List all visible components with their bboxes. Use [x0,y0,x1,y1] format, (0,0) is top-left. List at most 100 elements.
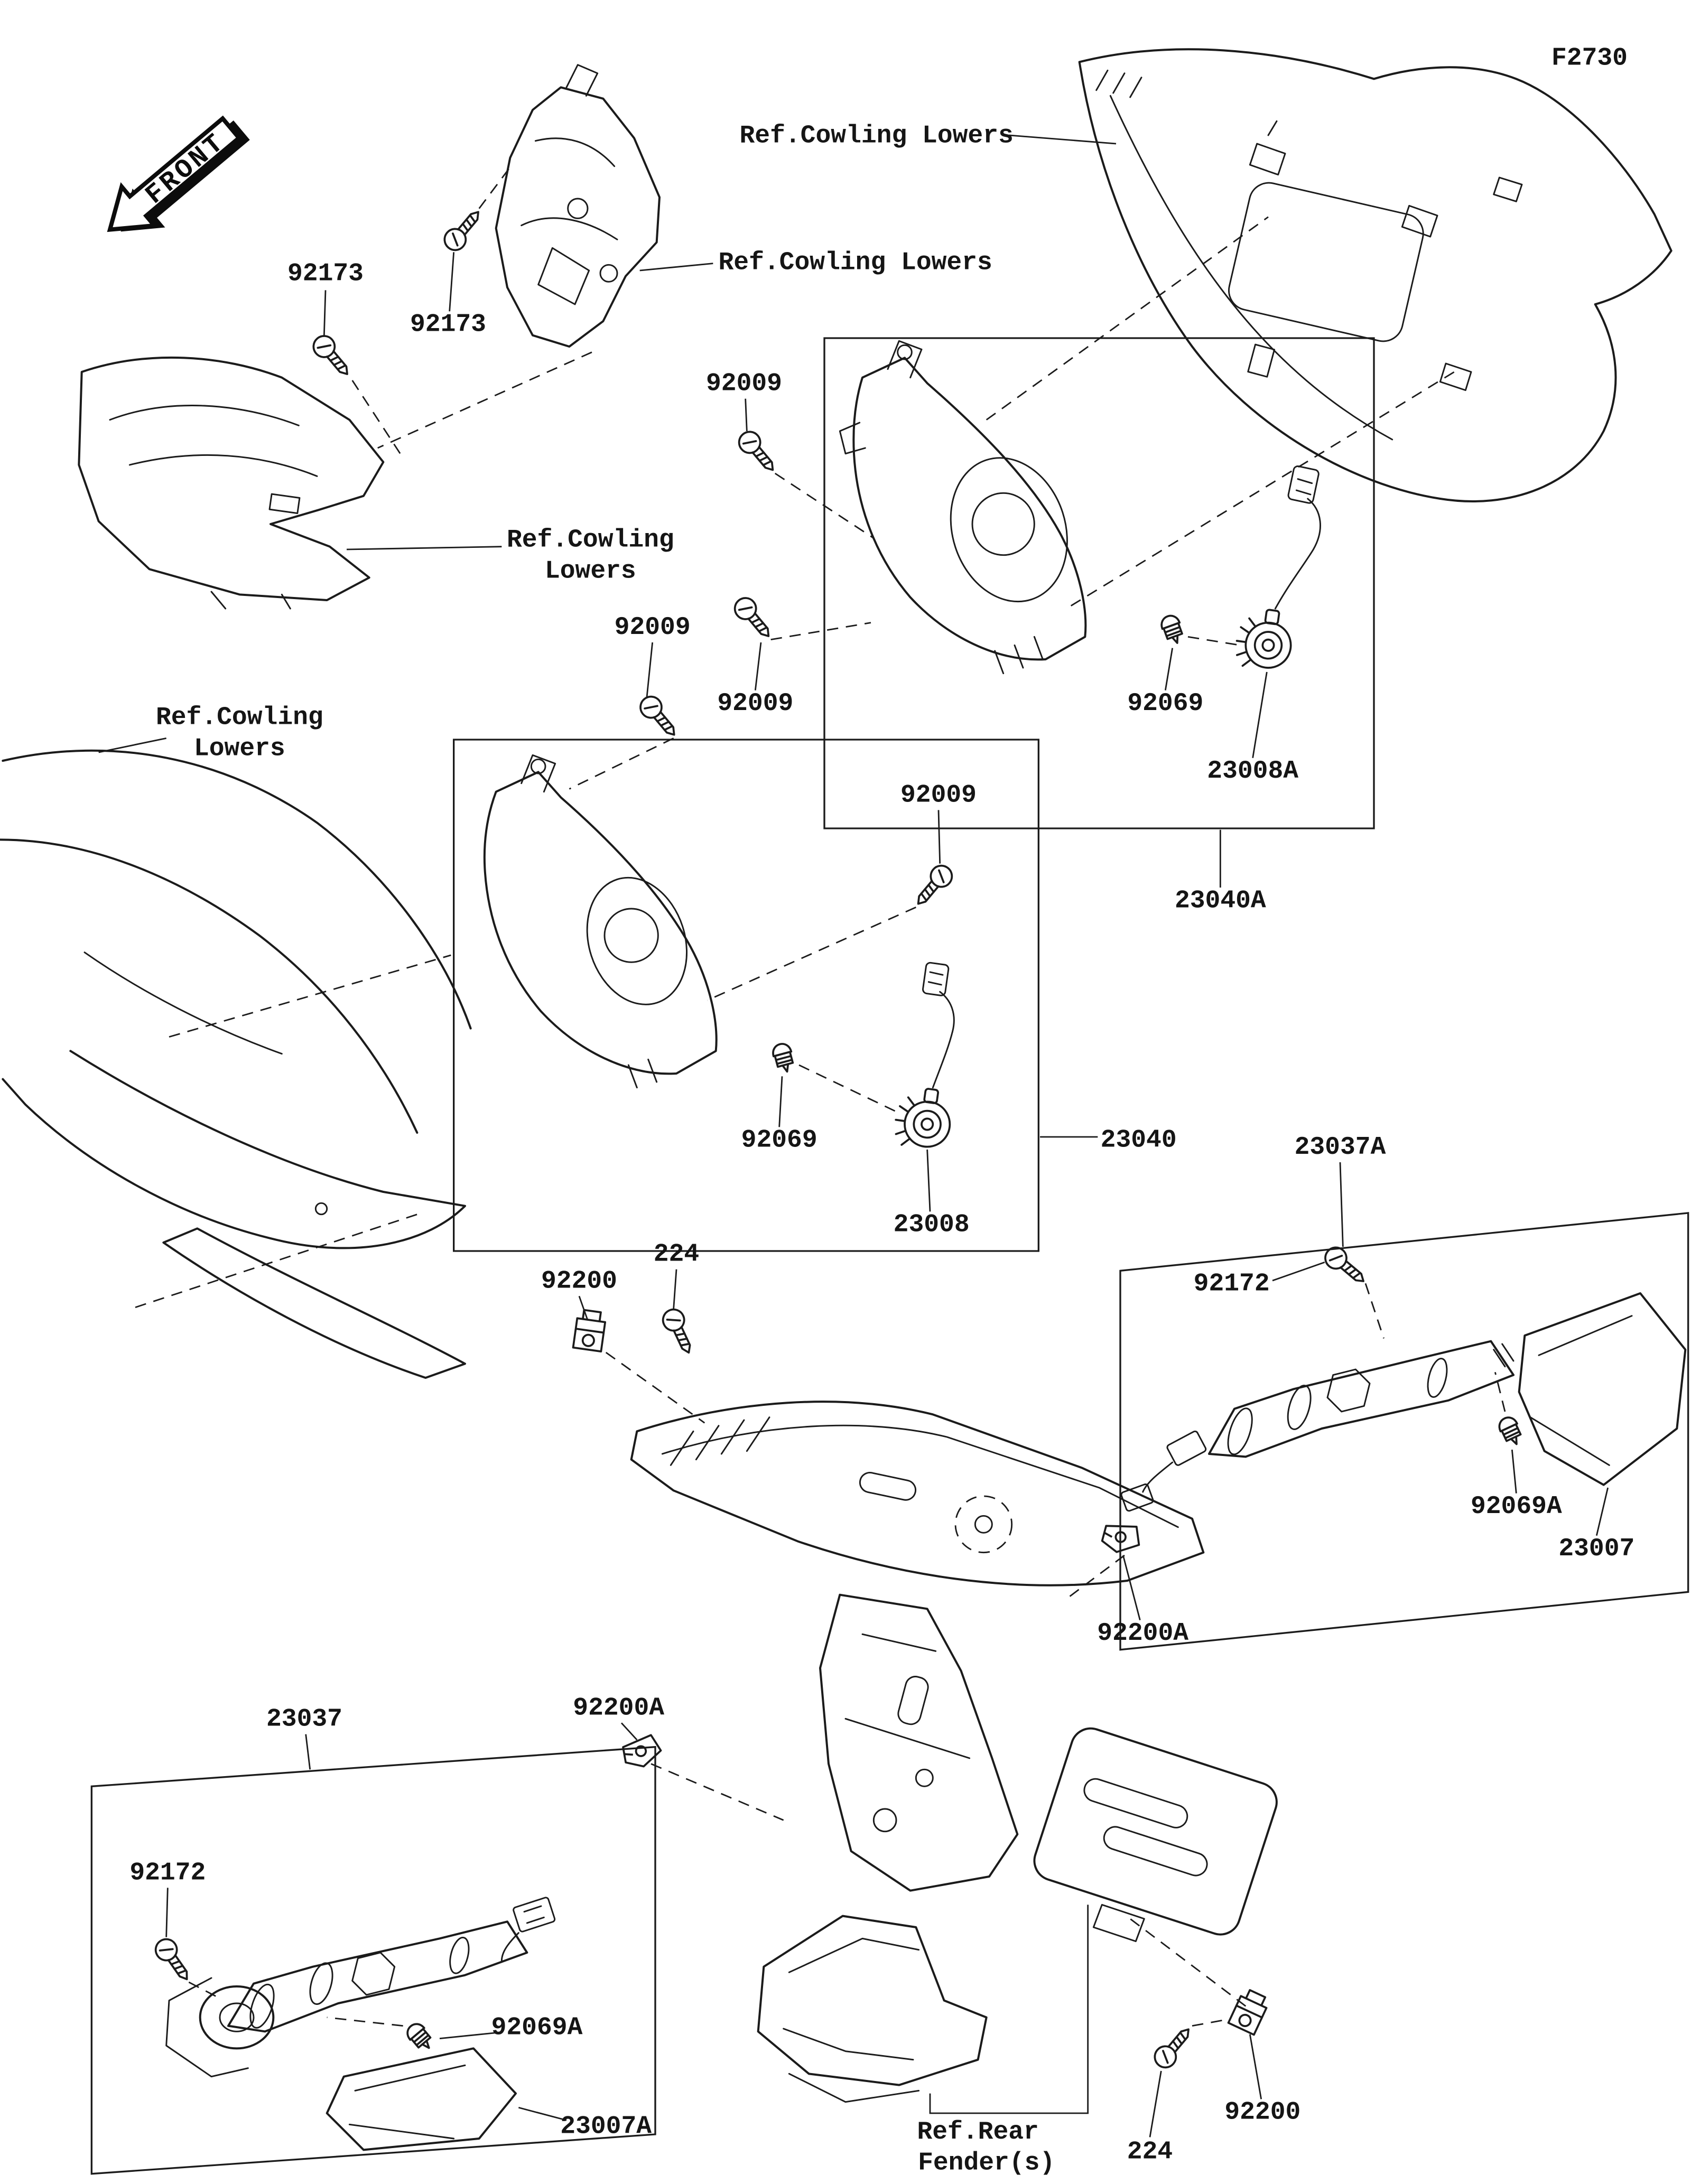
part-label-23040a: 23040A [1175,886,1266,915]
rear-signal-assembly-23037 [90,1746,656,2175]
undertail-hatch [670,1416,770,1466]
dashed-guide [351,380,401,454]
screw-92172-icon [150,1934,197,1986]
undertail-slot [859,1471,917,1501]
cowling-clip-detail [1439,362,1472,391]
part-label-92200a: 92200A [1097,1619,1188,1648]
ref-label-cowling-left-main: Lowers [194,734,285,763]
cowling-inner-edge [1109,95,1393,441]
leader-line [778,1076,783,1127]
front-arrow: FRONT [107,115,250,232]
tail-bracket-outline [819,1593,1019,1892]
dashed-guide [651,1763,784,1821]
cowling-lower-blade [162,1227,467,1379]
part-label-224: 224 [1127,2138,1173,2166]
signal-stalk [227,1920,528,2033]
part-label-92009: 92009 [706,370,782,398]
cowling-tab-detail [1247,343,1276,378]
wire-connector [1120,1483,1154,1512]
part-label-92172: 92172 [129,1859,206,1887]
ref-label-cowling-left-upper: Lowers [545,557,636,585]
part-label-224: 224 [654,1240,699,1269]
leader-line [1009,134,1117,145]
dashed-guide [169,954,451,1038]
signal-vents [627,1058,658,1089]
part-label-23007: 23007 [1558,1535,1634,1563]
screw-224-icon [1149,2021,1198,2073]
part-label-23037a: 23037A [1295,1133,1386,1162]
cowling-clip-detail [1493,176,1523,202]
leader-line [937,810,941,864]
stalk-hex-nut [351,1952,396,1996]
dashed-guide [327,2017,403,2027]
leader-line [1252,671,1268,758]
dashed-guide [1129,1918,1247,2007]
stalk-segment [1427,1358,1448,1398]
connector-pins [927,971,944,986]
screw-92009-icon [909,860,958,912]
ref-label-cowling-bracket: Ref.Cowling Lowers [719,248,992,277]
bracket-slot [897,1676,929,1725]
stalk-segment [1287,1385,1312,1430]
assembly-box [1119,1212,1689,1651]
part-label-92009: 92009 [900,781,977,809]
clip-92200A-icon [620,1733,664,1771]
leader-line [1122,1555,1141,1621]
lens-facet-line [354,2064,466,2092]
part-label-23040: 23040 [1101,1126,1177,1155]
mudguard-foot [788,2073,920,2103]
leader-line [439,2032,495,2040]
signal-lamp-base-inner [219,2002,255,2032]
undertail-hole [974,1515,993,1534]
signal-stalk [1207,1340,1515,1458]
part-label-92200: 92200 [1224,2098,1300,2127]
connector-pins [1295,478,1313,496]
bulb-92069A-icon [403,2019,437,2055]
front-signal-assembly-23040 [453,739,1039,1252]
plate-bracket-slot [1083,1778,1188,1828]
socket-wire [932,991,955,1089]
cowling-lower-left-upper [78,356,385,610]
socket-wire [1274,498,1321,610]
screw-92009-icon [635,691,683,743]
undertail-outline [630,1401,1205,1586]
leader-line [165,1888,169,1937]
leader-line [1164,648,1174,690]
leader-line [639,263,713,272]
bracket-inner-line [521,217,618,240]
bracket-hole [599,264,618,283]
cowling-lower-top-right [1078,48,1673,502]
part-label-92200: 92200 [541,1267,617,1295]
dashed-guide [478,163,514,209]
wire-connector [1287,465,1320,504]
leader-line [578,1295,589,1321]
stalk-segment [1227,1407,1253,1455]
leader-line [1511,1449,1517,1494]
socket-23008A-icon [1232,605,1297,674]
signal-reflector [603,908,659,963]
cowling-inner-line [128,454,318,477]
dashed-circle-detail [954,1495,1013,1554]
cowling-inner-line [83,951,283,1055]
assembly-box [90,1746,656,2175]
front-signal-assembly-23040a [823,337,1375,829]
part-label-92173: 92173 [287,260,364,288]
cowling-upper-edge [2,749,472,1030]
cowling-lower-left-main [0,749,472,1379]
part-label-92173: 92173 [410,311,486,339]
stalk-base-connector [1166,1430,1207,1466]
page-code: F2730 [1551,44,1628,73]
bulb-92069-icon [770,1041,797,1075]
part-label-92009: 92009 [615,613,691,642]
wire-connector [922,962,950,996]
leader-line [518,2106,567,2121]
cowling-rivet [314,1202,328,1216]
lens-facet-line [1538,1315,1633,1356]
leader-line [305,1734,311,1770]
dashed-guide [605,1351,705,1424]
leader-line [1595,1487,1609,1536]
bulb-92069-icon [1158,612,1187,647]
cowling-inner-line [109,405,300,426]
plate-bracket-tab [1092,1903,1145,1943]
